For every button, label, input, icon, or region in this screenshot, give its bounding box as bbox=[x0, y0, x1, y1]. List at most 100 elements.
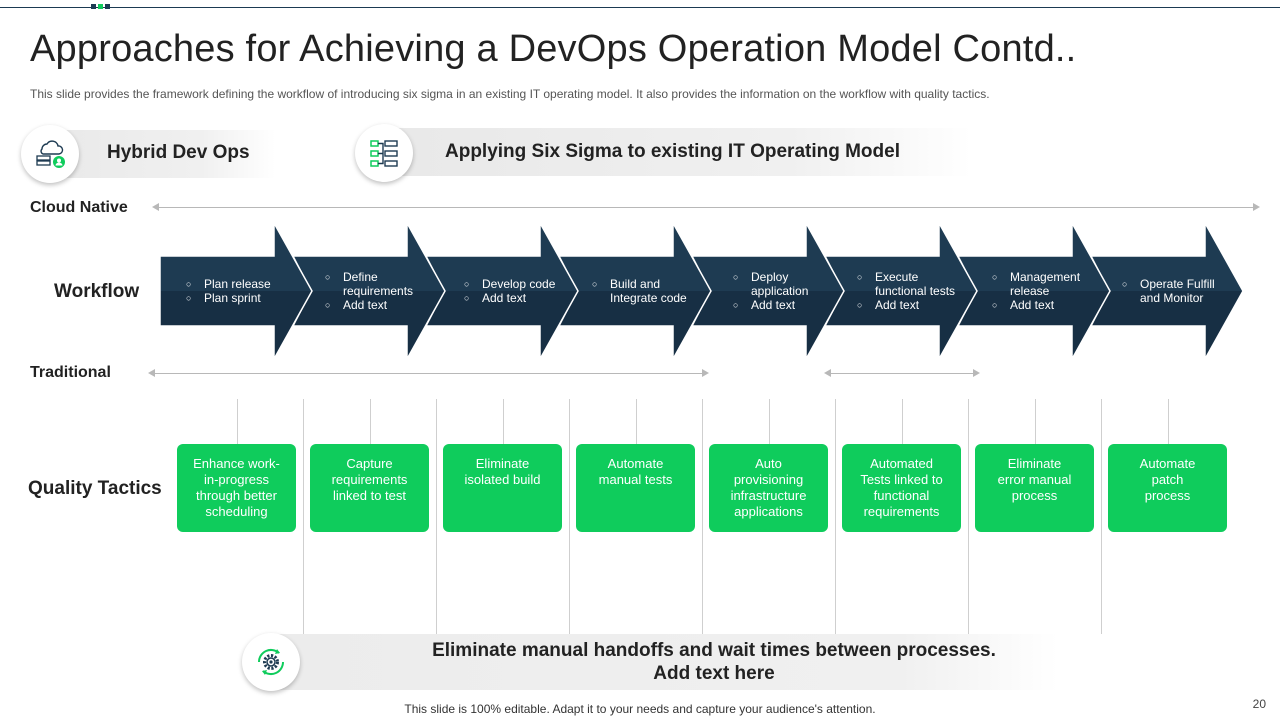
quality-tactic-line: isolated build bbox=[464, 472, 541, 487]
cloud-server-user-icon bbox=[36, 140, 65, 168]
column-divider bbox=[436, 399, 437, 634]
bottom-banner-line2: Add text here bbox=[653, 663, 775, 684]
workflow-step-item: ○Develop code bbox=[464, 277, 555, 291]
slide-title: Approaches for Achieving a DevOps Operat… bbox=[30, 28, 1077, 70]
bottom-banner-text: Eliminate manual handoffs and wait times… bbox=[268, 639, 1160, 685]
quality-tactic-line: Eliminate bbox=[1007, 456, 1062, 471]
workflow-label: Workflow bbox=[54, 281, 140, 302]
workflow-step-text: Add text bbox=[875, 298, 919, 312]
bullet-icon: ○ bbox=[992, 300, 998, 310]
slide-subtitle: This slide provides the framework defini… bbox=[30, 87, 990, 101]
workflow-step-line: application bbox=[751, 284, 809, 298]
quality-tactic-line: Tests linked to bbox=[860, 472, 943, 487]
bullet-icon: ○ bbox=[733, 272, 739, 282]
workflow-step-line: Develop code bbox=[482, 277, 556, 291]
bottom-banner-line1: Eliminate manual handoffs and wait times… bbox=[432, 640, 996, 661]
column-divider bbox=[303, 399, 304, 634]
tactic-connector bbox=[237, 399, 238, 444]
workflow-step-line: Plan sprint bbox=[204, 291, 261, 305]
quality-tactic-line: through better bbox=[196, 488, 277, 503]
quality-tactic-line: manual tests bbox=[598, 472, 673, 487]
tactic-connector bbox=[1168, 399, 1169, 444]
workflow-step-text: Add text bbox=[482, 291, 526, 305]
quality-tactic-line: process bbox=[1011, 488, 1058, 503]
quality-tactic-line: Automated bbox=[870, 456, 933, 471]
workflow-step-line: Add text bbox=[1010, 298, 1055, 312]
tactic-connector bbox=[902, 399, 903, 444]
bullet-icon: ○ bbox=[857, 300, 863, 310]
workflow-step-item: ○ Add text bbox=[992, 298, 1080, 312]
bullet-icon: ○ bbox=[464, 293, 470, 303]
top-mark bbox=[98, 4, 103, 9]
workflow-step-line: Integrate code bbox=[610, 291, 687, 305]
traditional-label: Traditional bbox=[30, 364, 111, 381]
page-number: 20 bbox=[1252, 697, 1266, 711]
traditional-span bbox=[152, 373, 705, 374]
workflow-step-line: Add text bbox=[875, 298, 920, 312]
workflow-step: ○Develop code ○ Add text bbox=[464, 277, 555, 305]
column-divider bbox=[569, 399, 570, 634]
quality-tactics-label: Quality Tactics bbox=[28, 478, 162, 499]
workflow-step-line: Define bbox=[343, 270, 378, 284]
workflow-step-text: Add text bbox=[343, 298, 387, 312]
workflow-step-item: ○Add text bbox=[733, 298, 808, 312]
bullet-icon: ○ bbox=[857, 272, 863, 282]
workflow-step-text: Plan release bbox=[204, 277, 271, 291]
quality-tactic-line: Enhance work- bbox=[193, 456, 280, 471]
arrow-right-icon bbox=[1253, 203, 1260, 211]
quality-tactic-line: functional bbox=[873, 488, 930, 503]
quality-tactic-line: infrastructure bbox=[730, 488, 807, 503]
workflow-step-line: Add text bbox=[482, 291, 527, 305]
bottom-banner bbox=[268, 634, 1058, 690]
quality-tactic-line: scheduling bbox=[205, 504, 268, 519]
workflow-step-line: and Monitor bbox=[1140, 291, 1204, 305]
tactic-connector bbox=[636, 399, 637, 444]
tactic-connector bbox=[370, 399, 371, 444]
workflow-step-line: Plan release bbox=[204, 277, 271, 291]
column-divider bbox=[1101, 399, 1102, 634]
hierarchy-list-icon bbox=[370, 140, 398, 167]
gear-cycle-icon bbox=[257, 648, 285, 676]
quality-tactic-line: in-progress bbox=[203, 472, 270, 487]
quality-tactic-line: requirements bbox=[863, 504, 940, 519]
bottom-banner-badge bbox=[242, 633, 300, 691]
footer-note: This slide is 100% editable. Adapt it to… bbox=[404, 702, 876, 716]
top-mark bbox=[91, 4, 96, 9]
tactic-connector bbox=[769, 399, 770, 444]
arrow-left-icon bbox=[824, 369, 831, 377]
workflow-step-item: ○ Add text bbox=[464, 291, 555, 305]
top-marks bbox=[91, 4, 110, 9]
quality-tactic-line: Eliminate bbox=[475, 456, 530, 471]
workflow-step-text: Plan sprint bbox=[204, 291, 261, 305]
six-sigma-banner bbox=[362, 128, 972, 176]
quality-tactic-line: process bbox=[1144, 488, 1191, 503]
workflow-step-line: Deploy bbox=[751, 270, 789, 284]
workflow-step: ○Plan release○Plan sprint bbox=[186, 277, 271, 305]
quality-tactic-line: Capture bbox=[346, 456, 393, 471]
quality-tactic-line: Automate bbox=[607, 456, 664, 471]
six-sigma-label: Applying Six Sigma to existing IT Operat… bbox=[445, 141, 900, 162]
bullet-icon: ○ bbox=[1122, 279, 1128, 289]
cloud-native-span bbox=[156, 207, 1256, 208]
cloud-native-label: Cloud Native bbox=[30, 199, 128, 216]
bullet-icon: ○ bbox=[592, 279, 598, 289]
bullet-icon: ○ bbox=[992, 272, 998, 282]
